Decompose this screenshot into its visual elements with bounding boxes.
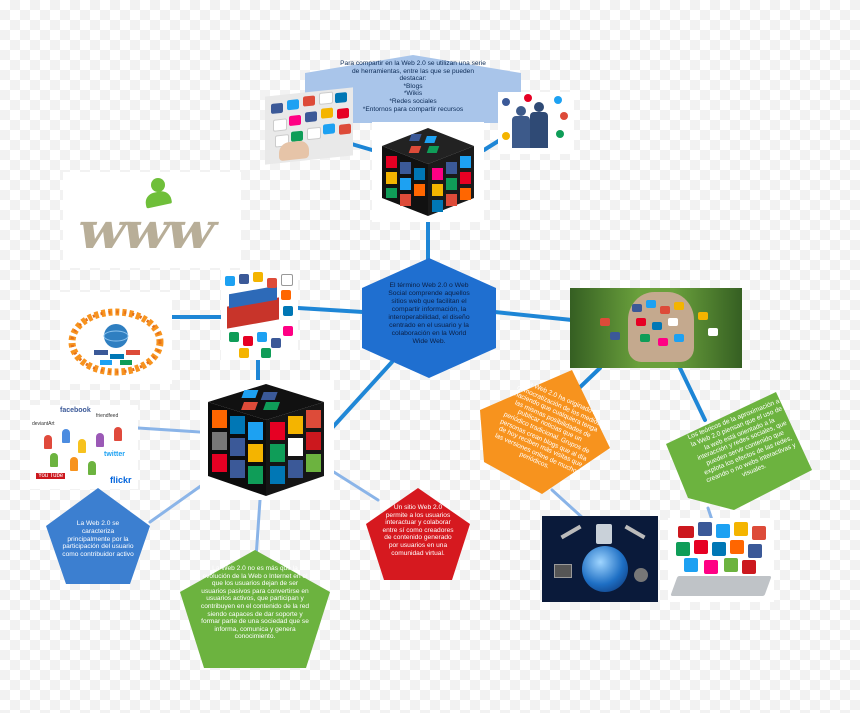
twitter-label: twitter	[104, 451, 125, 458]
blue-pentagon-text: La Web 2.0 se caracteriza principalmente…	[62, 520, 134, 559]
keyboard-social-image	[265, 87, 353, 164]
social-laptop-image	[668, 518, 774, 602]
business-people-image	[498, 92, 574, 154]
friendfeed-label: friendfeed	[96, 413, 118, 419]
flickr-label: flickr	[110, 475, 132, 485]
people-ring-image	[60, 292, 172, 384]
top-pentagon-text: Para compartir en la Web 2.0 se utilizan…	[340, 60, 486, 118]
www-image: www	[63, 172, 241, 268]
red-pentagon-text: Un sitio Web 2.0 permite a los usuarios …	[382, 504, 454, 557]
center-hexagon-text: El término Web 2.0 o Web Social comprend…	[386, 282, 472, 346]
connector-center-right	[495, 312, 572, 320]
facebook-label: facebook	[60, 407, 91, 414]
people-network-image: facebook friendfeed deviantArt twitter Y…	[30, 405, 138, 489]
top-cube-image	[372, 122, 484, 222]
fist-social-image	[570, 288, 742, 368]
globe-tools-image	[542, 516, 658, 602]
www-letters: www	[72, 201, 241, 260]
toolbox-image	[221, 270, 298, 360]
rubik-cube-image	[200, 380, 334, 500]
green-bottom-pentagon-text: La Web 2.0 no es más que la evolución de…	[200, 565, 310, 641]
deviantart-label: deviantArt	[32, 421, 55, 427]
connector-center-left	[298, 308, 363, 312]
connector-cube-people	[138, 428, 200, 432]
youtube-label: You Tube	[36, 473, 65, 479]
